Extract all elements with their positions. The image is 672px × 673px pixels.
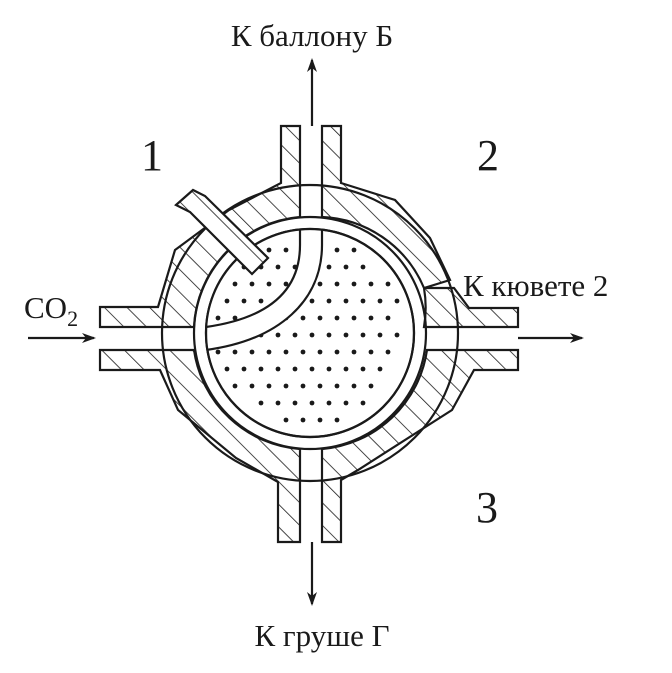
plug-dot (343, 264, 349, 270)
position-number-3: 3 (476, 483, 498, 532)
plug-dot (368, 315, 374, 321)
valve-handle (174, 188, 270, 276)
plug-dot (266, 383, 272, 389)
plug-dot (385, 349, 391, 355)
plug-dot (283, 383, 289, 389)
plug-dot (232, 383, 238, 389)
plug-dot (343, 400, 349, 406)
plug-dot (232, 281, 238, 287)
plug-dot (360, 332, 366, 338)
plug-dot (385, 315, 391, 321)
plug-dot (334, 349, 340, 355)
plug-dot (283, 281, 289, 287)
position-number-1: 1 (141, 131, 163, 180)
plug-dot (334, 315, 340, 321)
plug-dot (351, 315, 357, 321)
label-left-main: CO (24, 290, 67, 325)
plug-dot (343, 298, 349, 304)
plug-dot (334, 383, 340, 389)
plug-dot (377, 298, 383, 304)
plug-dot (317, 349, 323, 355)
plug-dot (385, 281, 391, 287)
plug-dot (326, 400, 332, 406)
plug-dot (351, 247, 357, 253)
plug-dot (249, 383, 255, 389)
plug-dot (258, 400, 264, 406)
plug-dot (241, 366, 247, 372)
plug-dot (317, 281, 323, 287)
plug-dot (232, 315, 238, 321)
plug-dot (292, 366, 298, 372)
position-number-2: 2 (477, 131, 499, 180)
plug-dot (215, 349, 221, 355)
plug-dot (309, 298, 315, 304)
plug-dot (258, 298, 264, 304)
plug-dot (394, 298, 400, 304)
plug-dot (292, 332, 298, 338)
plug-dot (275, 332, 281, 338)
label-right: К кювете 2 (463, 268, 608, 303)
plug-dot (377, 332, 383, 338)
plug-dot (300, 315, 306, 321)
plug-dot (232, 349, 238, 355)
flow-arrows (28, 58, 584, 606)
plug-dot (249, 349, 255, 355)
plug-dot (309, 366, 315, 372)
plug-dot (215, 315, 221, 321)
plug-dot (283, 417, 289, 423)
plug-dot (360, 264, 366, 270)
plug-dot (368, 383, 374, 389)
plug-dot (317, 417, 323, 423)
plug-dot (368, 349, 374, 355)
plug-dot (343, 332, 349, 338)
plug-dot (326, 298, 332, 304)
plug-dot (309, 400, 315, 406)
plug-dot (317, 383, 323, 389)
plug-dot (300, 417, 306, 423)
label-top: К баллону Б (231, 18, 393, 53)
plug-dot (283, 247, 289, 253)
plug-dot (275, 264, 281, 270)
plug-dot (249, 281, 255, 287)
plug-dot (258, 366, 264, 372)
plug-dot (351, 383, 357, 389)
label-left-sub: 2 (67, 306, 78, 331)
plug-dot (326, 264, 332, 270)
plug-dot (300, 349, 306, 355)
plug-dot (309, 332, 315, 338)
plug-dot (334, 247, 340, 253)
plug-dot (377, 366, 383, 372)
plug-dot (360, 366, 366, 372)
label-left: CO2 (24, 290, 78, 331)
plug-dot (275, 366, 281, 372)
plug-dot (266, 349, 272, 355)
plug-dot (368, 281, 374, 287)
plug-dot (326, 332, 332, 338)
plug-dot (283, 349, 289, 355)
label-bottom: К груше Г (254, 618, 389, 653)
plug-dot (266, 281, 272, 287)
plug-dot (224, 298, 230, 304)
plug-dot (317, 315, 323, 321)
plug-dot (300, 383, 306, 389)
plug-dot (334, 417, 340, 423)
plug-dot (351, 281, 357, 287)
plug-dot (292, 400, 298, 406)
plug-dot (343, 366, 349, 372)
plug-dot (275, 400, 281, 406)
plug-dot (360, 400, 366, 406)
housing-outer-contour (160, 183, 460, 483)
plug-dot (266, 247, 272, 253)
plug-dot (241, 298, 247, 304)
plug-dot (326, 366, 332, 372)
plug-dot (351, 349, 357, 355)
plug-dot (394, 332, 400, 338)
valve-plug (192, 215, 428, 451)
plug-dot (360, 298, 366, 304)
plug-dot (224, 366, 230, 372)
plug-dot (334, 281, 340, 287)
